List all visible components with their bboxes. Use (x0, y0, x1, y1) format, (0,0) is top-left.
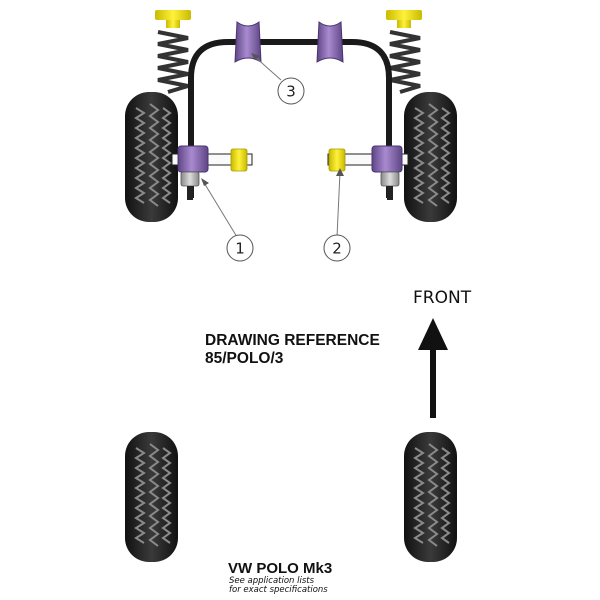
callout-3: 3 (277, 77, 305, 105)
front-label: FRONT (413, 288, 472, 308)
purple-link-bush-left (177, 145, 209, 173)
coil-left (157, 30, 189, 94)
leader-line-2 (336, 171, 341, 238)
drawing-reference-code: 85/POLO/3 (205, 350, 284, 367)
tyre-rear-left (125, 432, 178, 562)
arm-bar-left (171, 153, 253, 166)
tyre-front-left (125, 92, 178, 222)
top-mount-left (155, 10, 191, 20)
leader-arrow-2 (336, 168, 344, 176)
coil-right (389, 30, 421, 94)
note-line-1: See application lists (229, 576, 315, 586)
anti-roll-bar (188, 39, 392, 198)
top-mount-right (386, 10, 422, 20)
grey-washer-left (180, 171, 200, 187)
callout-3-number: 3 (286, 83, 296, 101)
callout-2-number: 2 (332, 240, 342, 258)
leader-line-3 (253, 55, 282, 81)
link-arm-left (171, 145, 253, 200)
note-line-2: for exact specifications (229, 585, 328, 595)
yellow-bush-left (230, 148, 248, 172)
leader-arrow-3 (251, 53, 260, 60)
yellow-bush-right (328, 148, 346, 172)
grey-washer-right (380, 171, 400, 187)
link-arm-right (327, 145, 409, 200)
leader-arrow-1 (201, 178, 209, 186)
vehicle-title: VW POLO Mk3 (228, 560, 332, 577)
front-arrow-shaft (430, 346, 436, 418)
bolt-right (387, 186, 393, 200)
spring-right (386, 10, 422, 94)
callout-1: 1 (226, 234, 254, 262)
front-arrow-head (418, 318, 448, 350)
bar-bush-right (316, 21, 344, 63)
purple-link-bush-right (371, 145, 403, 173)
spring-left (155, 10, 191, 94)
drawing-reference-title: DRAWING REFERENCE (205, 332, 380, 349)
tyre-rear-right (404, 432, 457, 562)
leader-line-1 (202, 180, 238, 238)
top-mount-right-stem (397, 20, 411, 28)
bolt-left (187, 186, 193, 200)
callout-2: 2 (323, 234, 351, 262)
tyre-front-right (404, 92, 457, 222)
arm-bar-right (327, 153, 409, 166)
top-mount-left-stem (166, 20, 180, 28)
callout-1-number: 1 (235, 240, 245, 258)
